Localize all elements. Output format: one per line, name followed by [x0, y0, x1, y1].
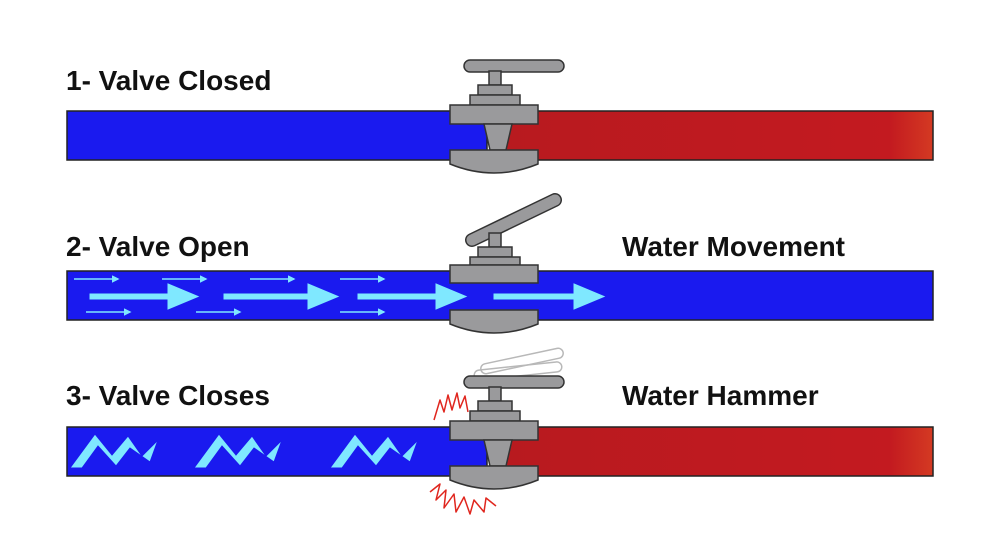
stage3-title: 3- Valve Closes — [66, 380, 270, 411]
stage3-red-pipe — [499, 426, 934, 477]
stage1-blue-pipe — [66, 110, 488, 161]
stage1-red-pipe — [499, 110, 934, 161]
water-movement-label: Water Movement — [622, 231, 846, 262]
water-hammer-label: Water Hammer — [622, 380, 819, 411]
stage1-pipe-assembly — [66, 59, 934, 174]
flow-arrow-large — [223, 283, 340, 310]
stage3-valve-icon — [449, 375, 565, 490]
stage2-pipe-assembly — [66, 193, 934, 334]
shock-wave-icon — [69, 433, 419, 469]
stage2-valve-icon — [449, 193, 562, 334]
vibration-lines-icon — [429, 392, 497, 515]
stage3-pipe-assembly — [66, 347, 934, 515]
stage2-title: 2- Valve Open — [66, 231, 250, 262]
stage1-valve-icon — [449, 59, 565, 174]
flow-arrow-large — [89, 283, 200, 310]
stage1-title: 1- Valve Closed — [66, 65, 272, 96]
flow-arrows — [74, 275, 606, 316]
flow-arrow-large — [493, 283, 606, 310]
flow-arrow-large — [357, 283, 468, 310]
